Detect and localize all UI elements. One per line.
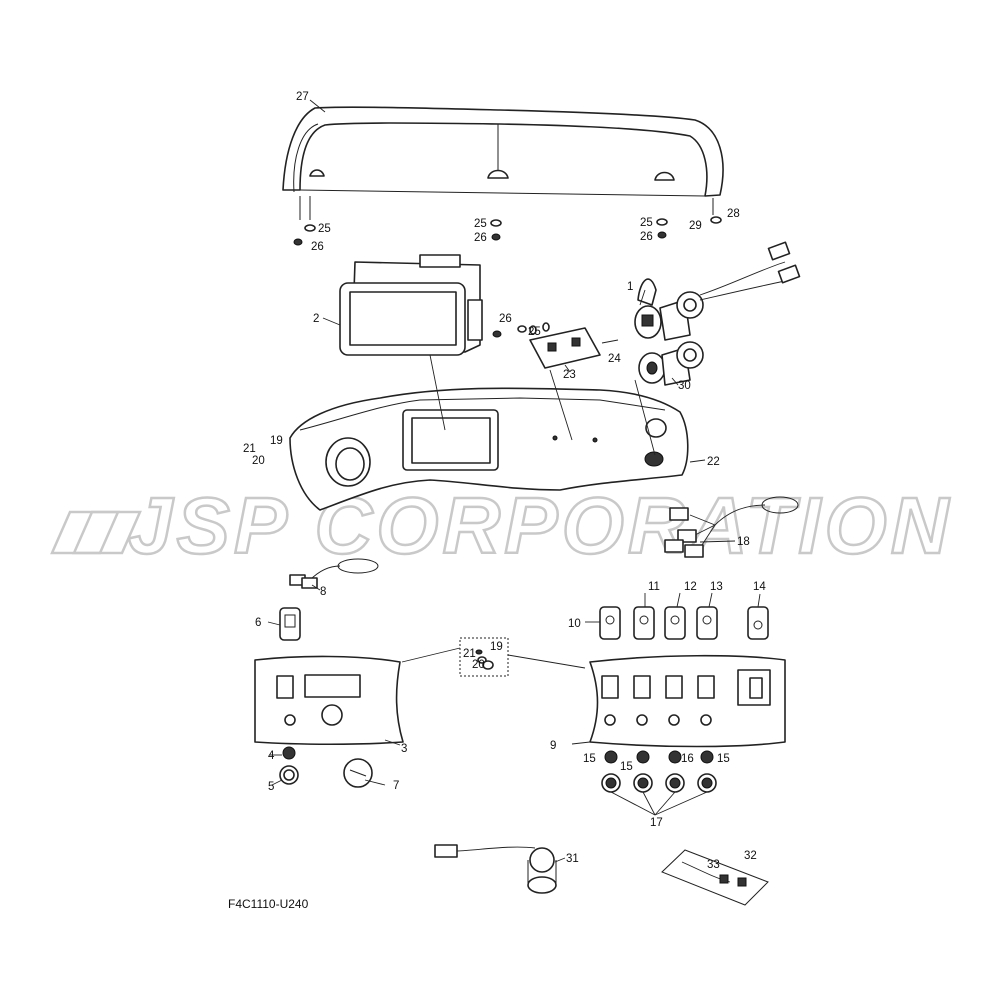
diagram-code: F4C1110-U240 (228, 897, 309, 911)
callout-10: 10 (568, 618, 581, 630)
callout-23: 23 (563, 369, 576, 381)
callout-26d: 26 (499, 313, 512, 325)
callout-28: 28 (727, 208, 740, 220)
display-screen (339, 254, 483, 356)
small-harness (289, 558, 379, 589)
left-rocker-switch (279, 607, 301, 641)
callout-21a: 21 (243, 443, 256, 455)
left-knobs (279, 746, 373, 788)
callout-25b: 25 (474, 218, 487, 230)
callout-14: 14 (753, 581, 766, 593)
usb-connector (434, 844, 557, 894)
power-sockets (634, 241, 801, 386)
callout-26c: 26 (640, 231, 653, 243)
callout-11: 11 (648, 581, 660, 593)
callout-25c: 25 (640, 217, 653, 229)
callout-26b: 26 (474, 232, 487, 244)
callout-19b: 19 (490, 641, 503, 653)
jsp-logo-icon (50, 510, 142, 555)
callout-31: 31 (566, 853, 579, 865)
hardware-detail-box (401, 637, 586, 677)
callout-15c: 15 (717, 753, 730, 765)
callout-5: 5 (268, 781, 274, 793)
callout-22: 22 (707, 456, 720, 468)
callout-25d: 25 (528, 326, 541, 338)
callout-27: 27 (296, 91, 309, 103)
callout-24: 24 (608, 353, 621, 365)
right-switches (599, 606, 769, 640)
callout-3: 3 (401, 743, 407, 755)
callout-9: 9 (550, 740, 556, 752)
callout-12: 12 (684, 581, 697, 593)
callout-2: 2 (313, 313, 319, 325)
wire-harness-kit (661, 849, 769, 906)
callout-18: 18 (737, 536, 750, 548)
left-switch-panel (254, 655, 404, 746)
callout-26a: 26 (311, 241, 324, 253)
callout-8: 8 (320, 586, 326, 598)
callout-19a: 19 (270, 435, 283, 447)
callout-21b: 21 (463, 648, 476, 660)
callout-33: 33 (707, 859, 720, 871)
callout-13: 13 (710, 581, 723, 593)
callout-16: 16 (681, 753, 694, 765)
right-indicators (601, 750, 717, 793)
callout-17: 17 (650, 817, 663, 829)
callout-20a: 20 (252, 455, 265, 467)
callout-7: 7 (393, 780, 399, 792)
callout-numbers: 27 25 26 25 26 25 26 29 28 2 26 25 24 23… (243, 91, 766, 871)
callout-6: 6 (255, 617, 261, 629)
callout-leaders (267, 99, 761, 863)
callout-1: 1 (627, 281, 633, 293)
mount-bracket (492, 322, 619, 369)
callout-32: 32 (744, 850, 757, 862)
callout-29: 29 (689, 220, 702, 232)
callout-20b: 20 (472, 659, 485, 671)
callout-4: 4 (268, 750, 275, 762)
dashboard-housing (289, 387, 689, 511)
wire-harness (664, 496, 799, 558)
watermark-text: JSP CORPORATION (128, 481, 953, 570)
callout-15b: 15 (620, 761, 633, 773)
callout-25a: 25 (318, 223, 331, 235)
top-cover (282, 106, 724, 220)
right-switch-panel (589, 654, 786, 748)
callout-30: 30 (678, 380, 691, 392)
callout-15a: 15 (583, 753, 596, 765)
washers-and-nuts (293, 216, 722, 246)
